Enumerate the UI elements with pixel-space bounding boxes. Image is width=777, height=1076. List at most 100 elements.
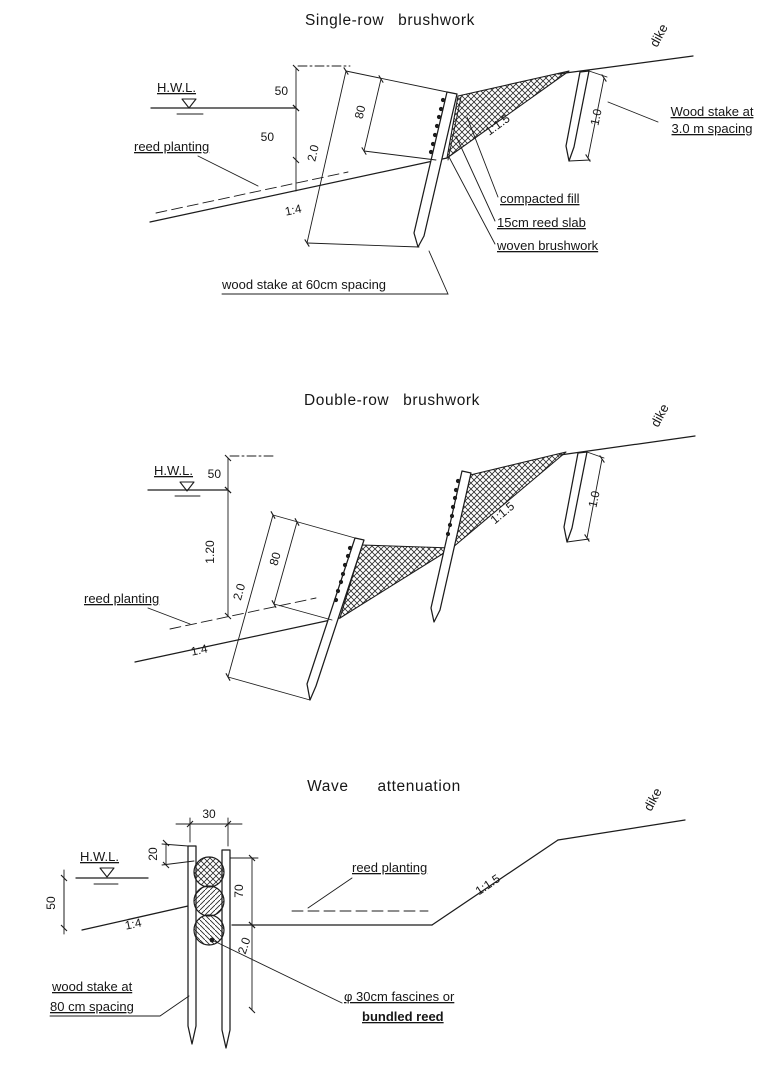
slope-ratio-steep: 1:1.5 <box>473 871 503 898</box>
section-single-row-brushwork: Single-row brushwork dike 80 2.0 1.0 <box>134 12 754 295</box>
dike-crest-line <box>559 435 696 456</box>
dim-line-80 <box>361 75 384 155</box>
water-level-icon <box>99 867 115 878</box>
dim-extension-top <box>272 514 356 539</box>
water-level-wave: H.W.L. <box>75 849 149 885</box>
dim-50-lower: 50 <box>261 130 275 144</box>
callouts-wave: wood stake at 80 cm spacing φ 30cm fasci… <box>49 937 455 1024</box>
brushwork-stake-upper <box>430 470 472 623</box>
dim-line-80 <box>271 518 300 608</box>
stake-spacing-leader <box>221 250 449 295</box>
woven-brushwork-leader <box>448 156 496 245</box>
reed-slab-leader <box>455 135 496 222</box>
dim-30: 30 <box>202 807 216 821</box>
dike-stake <box>565 70 590 162</box>
water-level-double: H.W.L. 50 1.20 <box>147 454 275 620</box>
dimensions-wave: 30 20 50 70 2.0 <box>44 807 259 1014</box>
dim-extension-tip <box>227 676 311 701</box>
dim-50: 50 <box>208 467 222 481</box>
dim-80: 80 <box>352 104 369 120</box>
reed-planting-leader <box>147 607 191 625</box>
dim-extension-stake-top <box>586 451 605 459</box>
fascine-label-line1: φ 30cm fascines or <box>344 989 455 1004</box>
reed-planting-label: reed planting <box>84 591 159 606</box>
water-level-icon <box>179 481 195 492</box>
compacted-fill-wedge <box>446 70 570 159</box>
fascine-leader-dot <box>209 937 215 943</box>
fascine-stake-right <box>221 849 231 1049</box>
dike-label: dike <box>640 785 664 813</box>
dim-extension-top <box>345 70 448 93</box>
reed-planting-leader <box>197 155 259 187</box>
dike-slope-line <box>431 839 559 926</box>
section-title-wave: Wave attenuation <box>307 778 461 795</box>
slope-ratio-flat: 1:4 <box>284 201 304 218</box>
fascine-bundle-bottom <box>193 914 225 946</box>
dike-stake <box>563 451 588 543</box>
dim-extension-ground <box>363 150 437 161</box>
water-level-icon <box>181 98 197 109</box>
brushwork-weave-dots-lower <box>333 545 353 603</box>
dim-line-1-0 <box>585 74 607 162</box>
dim-70: 70 <box>232 884 246 898</box>
dim-2-0: 2.0 <box>235 935 254 956</box>
brushwork-stake <box>413 91 458 248</box>
stake-spacing-leader <box>49 995 190 1017</box>
dim-2-0: 2.0 <box>304 143 321 163</box>
water-level-single: H.W.L. 50 50 <box>150 64 351 192</box>
dike-label: dike <box>647 401 671 429</box>
hwl-label: H.W.L. <box>157 80 196 95</box>
reed-slab-line <box>447 96 462 161</box>
dim-extension-tip <box>306 242 420 248</box>
reed-planting-label: reed planting <box>134 139 209 154</box>
brushwork-weave-dots-upper <box>445 478 461 537</box>
dim-20: 20 <box>146 847 160 861</box>
stake-spacing-label-line2: 80 cm spacing <box>50 999 134 1014</box>
dike-crest-line <box>557 819 686 841</box>
hwl-label: H.W.L. <box>80 849 119 864</box>
dike-stake-leader <box>607 101 659 123</box>
slope-ratio-flat: 1:4 <box>124 915 144 932</box>
ground-slope-1-4 <box>149 157 448 223</box>
dike-label: dike <box>646 21 670 49</box>
dike-stake-note-line2: 3.0 m spacing <box>672 121 753 136</box>
reed-planting-line <box>155 171 349 214</box>
dim-50: 50 <box>44 896 58 910</box>
dim-extension-stake-tip <box>568 159 591 162</box>
ground-slope-1-4 <box>134 617 341 663</box>
section-double-row-brushwork: Double-row brushwork dike 1.0 <box>84 392 696 701</box>
reed-planting-leader <box>307 877 353 909</box>
brushwork-stake-lower <box>306 537 365 701</box>
dim-2-0: 2.0 <box>230 582 248 602</box>
slope-ratio-flat: 1:4 <box>190 641 210 658</box>
fascine-bundle-middle <box>193 885 225 917</box>
dike-crest-line <box>557 55 694 75</box>
section-wave-attenuation: Wave attenuation dike 1:1.5 reed plantin… <box>44 778 686 1049</box>
dim-line-2-0 <box>304 67 349 247</box>
woven-brushwork-label: woven brushwork <box>496 238 599 253</box>
dim-1-0: 1.0 <box>586 489 603 509</box>
dim-1-20: 1.20 <box>203 540 217 564</box>
dim-line-2-0 <box>225 511 276 681</box>
reed-planting-label: reed planting <box>352 860 427 875</box>
dim-1-0: 1.0 <box>588 107 605 127</box>
callouts-single: reed planting compacted fill 15cm reed s… <box>134 101 754 295</box>
fascine-leader <box>211 939 343 1004</box>
compacted-fill-label: compacted fill <box>500 191 580 206</box>
hwl-label: H.W.L. <box>154 463 193 478</box>
section-title-double: Double-row brushwork <box>304 392 480 409</box>
fascine-stake-left <box>187 845 197 1045</box>
stake-spacing-label: wood stake at 60cm spacing <box>221 277 386 292</box>
fascine-label-line2: bundled reed <box>362 1009 444 1024</box>
section-title-single: Single-row brushwork <box>305 12 475 29</box>
compacted-fill-leader <box>466 116 499 198</box>
dim-50-upper: 50 <box>275 84 289 98</box>
dike-stake-note-line1: Wood stake at <box>671 104 754 119</box>
dim-line-1-0 <box>584 455 605 542</box>
dim-extension-stake-top <box>588 70 608 78</box>
fascine-bundle-top <box>193 856 225 888</box>
dim-extension-stake-tip <box>566 538 590 543</box>
foreshore-slope-line <box>81 905 189 931</box>
